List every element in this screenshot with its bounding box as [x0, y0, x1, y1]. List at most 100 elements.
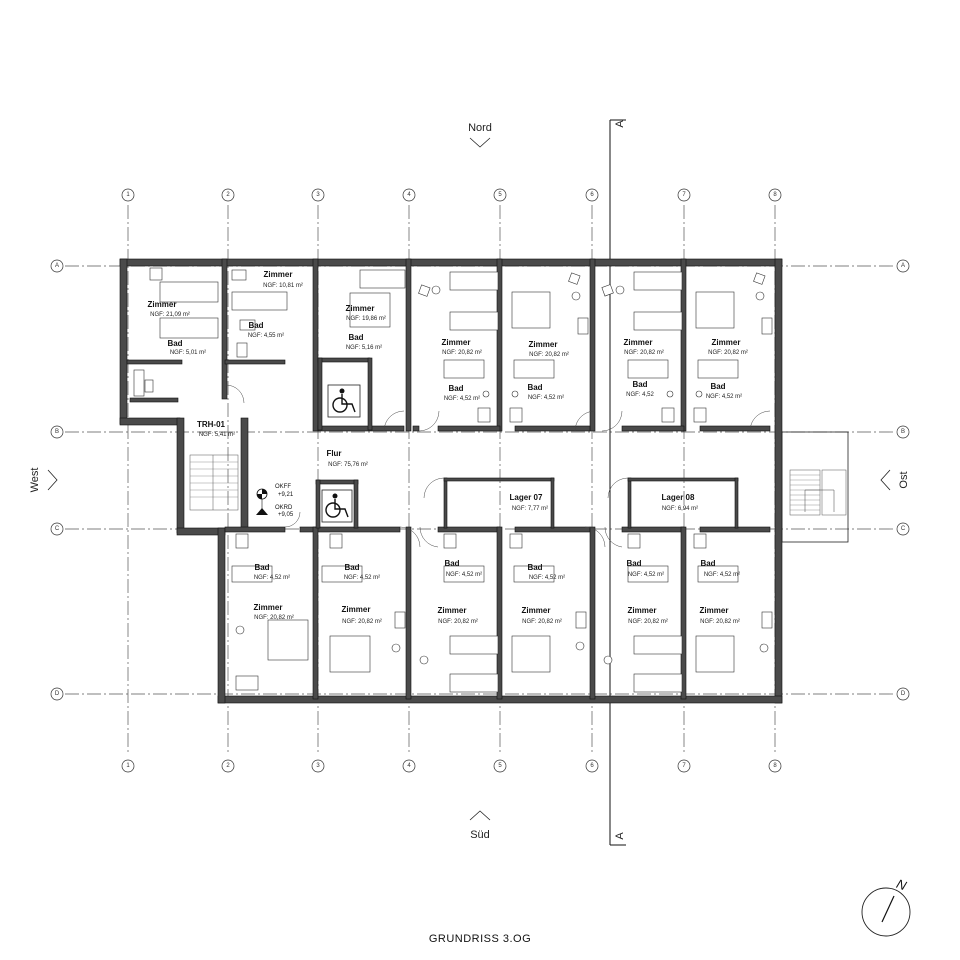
svg-text:Zimmer: Zimmer — [264, 270, 293, 279]
svg-text:Ost: Ost — [898, 471, 910, 488]
svg-text:C: C — [55, 526, 60, 532]
grid-bubble-top-2: 2 — [221, 188, 235, 202]
svg-text:NGF: 4,55 m²: NGF: 4,55 m² — [248, 333, 284, 339]
svg-text:8: 8 — [773, 192, 777, 198]
svg-text:D: D — [55, 691, 60, 697]
direction-east: Ost — [880, 469, 910, 491]
svg-text:NGF: 7,77 m²: NGF: 7,77 m² — [512, 506, 548, 512]
east-stair — [781, 431, 849, 543]
okrd-label: OKRD — [275, 505, 293, 511]
svg-text:Zimmer: Zimmer — [624, 338, 653, 347]
svg-text:Lager 07: Lager 07 — [510, 493, 543, 502]
svg-text:NGF: 21,09 m²: NGF: 21,09 m² — [150, 312, 190, 318]
svg-text:NGF: 4,52 m²: NGF: 4,52 m² — [706, 394, 742, 400]
svg-text:TRH-01: TRH-01 — [197, 420, 226, 429]
svg-text:4: 4 — [407, 763, 411, 769]
svg-text:Zimmer: Zimmer — [148, 300, 177, 309]
svg-text:NGF: 6,94 m²: NGF: 6,94 m² — [662, 506, 698, 512]
svg-text:NGF: 20,82 m²: NGF: 20,82 m² — [708, 350, 748, 356]
svg-text:NGF: 4,52 m²: NGF: 4,52 m² — [254, 575, 290, 581]
grid-bubble-bottom-8: 8 — [768, 759, 782, 773]
chevron-up-icon — [469, 810, 491, 821]
chevron-right-icon — [47, 469, 58, 491]
svg-text:Zimmer: Zimmer — [438, 606, 467, 615]
svg-text:NGF: 20,82 m²: NGF: 20,82 m² — [442, 350, 482, 356]
svg-text:NGF: 20,82 m²: NGF: 20,82 m² — [522, 619, 562, 625]
svg-text:Süd: Süd — [470, 829, 490, 841]
okrd-value: +9,05 — [278, 512, 294, 518]
drawing-title: GRUNDRISS 3.OG — [429, 933, 531, 945]
okff-value: +9,21 — [278, 492, 294, 498]
svg-text:NGF: 4,52 m²: NGF: 4,52 m² — [704, 572, 740, 578]
west-stair — [189, 454, 239, 511]
svg-text:B: B — [55, 429, 59, 435]
svg-text:NGF: 5,16 m²: NGF: 5,16 m² — [346, 345, 382, 351]
grid-bubble-top-6: 6 — [585, 188, 599, 202]
svg-text:Flur: Flur — [326, 449, 341, 458]
svg-text:B: B — [901, 429, 905, 435]
grid-bubble-bottom-5: 5 — [493, 759, 507, 773]
chevron-down-icon — [469, 137, 491, 148]
grid-bubble-top-3: 3 — [311, 188, 325, 202]
svg-text:Bad: Bad — [348, 333, 363, 342]
svg-text:7: 7 — [682, 763, 686, 769]
svg-text:NGF: 10,81 m²: NGF: 10,81 m² — [263, 283, 303, 289]
svg-text:NGF: 20,82 m²: NGF: 20,82 m² — [438, 619, 478, 625]
svg-text:5: 5 — [498, 763, 502, 769]
svg-text:Bad: Bad — [444, 559, 459, 568]
svg-text:Nord: Nord — [468, 122, 492, 134]
wheelchair-icon — [321, 489, 353, 523]
svg-text:Bad: Bad — [710, 382, 725, 391]
grid-bubble-top-8: 8 — [768, 188, 782, 202]
svg-text:Zimmer: Zimmer — [346, 304, 375, 313]
svg-text:Bad: Bad — [527, 563, 542, 572]
svg-text:Zimmer: Zimmer — [529, 340, 558, 349]
door-swings — [225, 384, 771, 548]
svg-text:A: A — [901, 263, 905, 269]
direction-west: West — [29, 468, 58, 492]
svg-text:3: 3 — [316, 763, 320, 769]
grid-bubble-right-B: B — [896, 425, 910, 439]
grid-bubble-bottom-2: 2 — [221, 759, 235, 773]
section-label-top: A — [614, 120, 626, 128]
svg-text:NGF: 4,52 m²: NGF: 4,52 m² — [444, 396, 480, 402]
grid-bubble-bottom-3: 3 — [311, 759, 325, 773]
building-walls — [119, 258, 783, 704]
svg-text:C: C — [901, 526, 906, 532]
svg-text:Bad: Bad — [448, 384, 463, 393]
chevron-left-icon — [880, 469, 891, 491]
svg-text:6: 6 — [590, 763, 594, 769]
grid-bubble-left-C: C — [50, 522, 64, 536]
grid-bubble-right-D: D — [896, 687, 910, 701]
svg-text:7: 7 — [682, 192, 686, 198]
direction-north: Nord — [468, 122, 492, 148]
svg-text:Bad: Bad — [626, 559, 641, 568]
grid-bubble-top-4: 4 — [402, 188, 416, 202]
svg-text:NGF: 4,52 m²: NGF: 4,52 m² — [446, 572, 482, 578]
